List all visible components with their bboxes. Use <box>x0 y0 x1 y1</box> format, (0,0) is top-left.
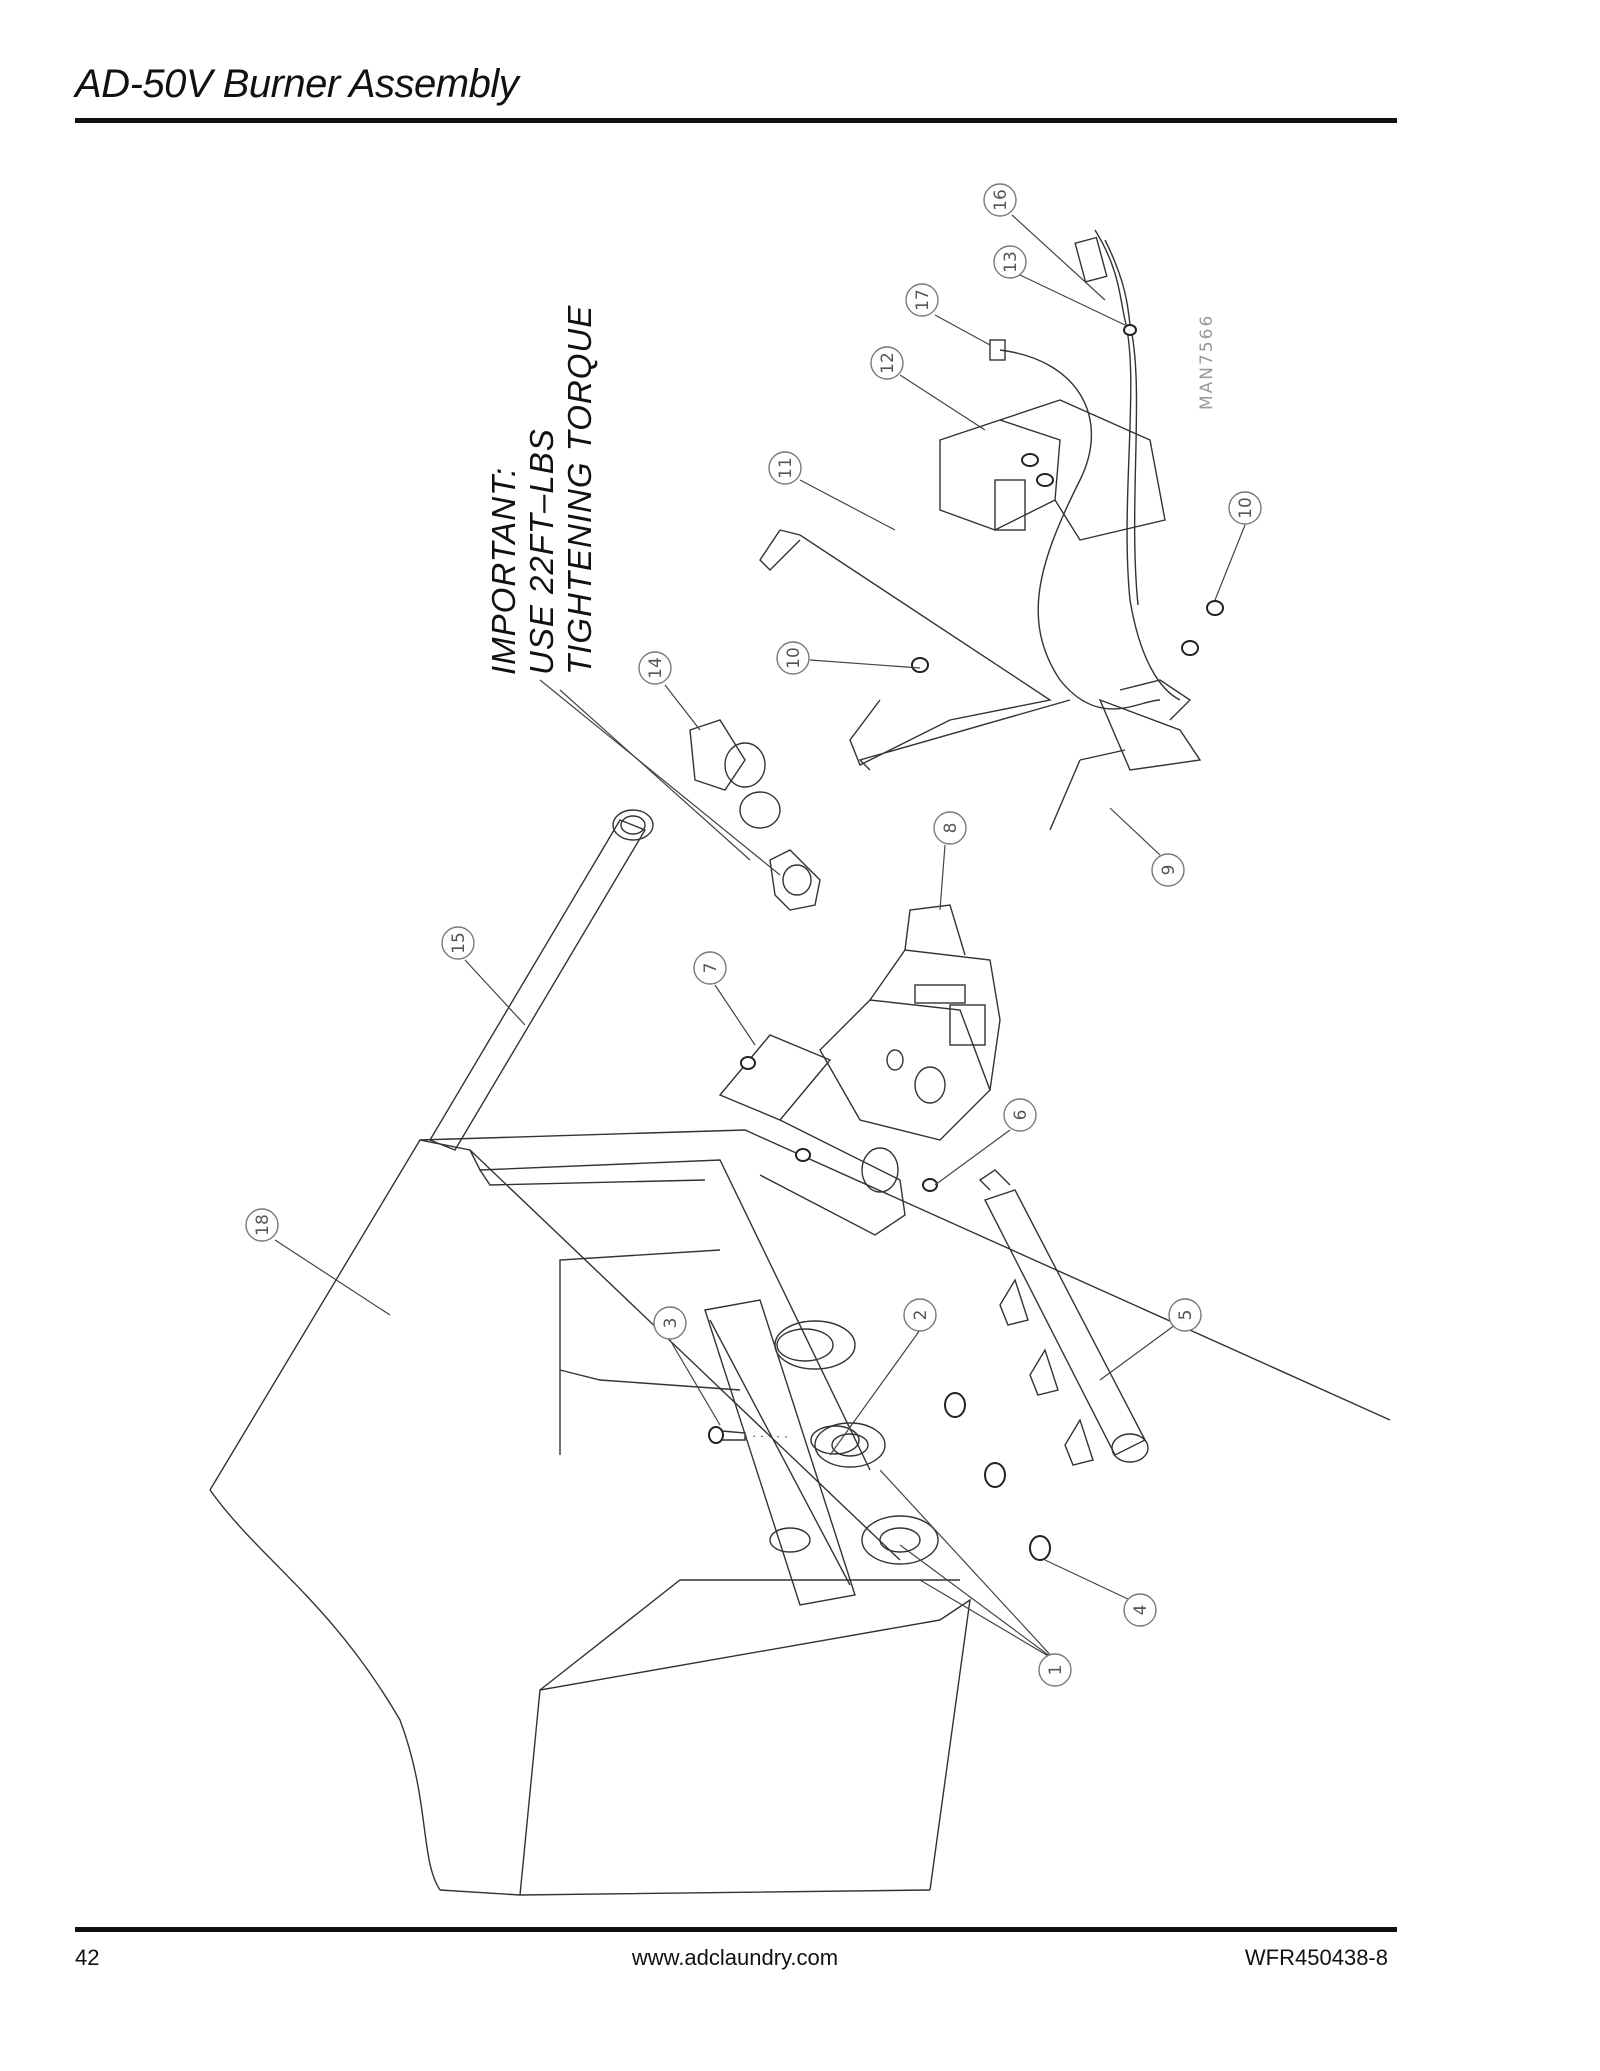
svg-text:9: 9 <box>1159 865 1179 876</box>
page-title: AD-50V Burner Assembly <box>75 62 519 106</box>
manifold <box>944 1169 1149 1561</box>
ignition-module <box>939 399 1166 541</box>
header-rule <box>75 118 1397 123</box>
important-note-line3: TIGHTENING TORQUE <box>561 305 598 675</box>
gasket-set <box>774 1320 939 1565</box>
svg-text:18: 18 <box>253 1214 273 1236</box>
svg-text:10: 10 <box>784 647 804 669</box>
svg-text:6: 6 <box>1011 1110 1031 1121</box>
gas-valve <box>819 904 1001 1141</box>
svg-text:12: 12 <box>878 352 898 374</box>
ignitor-bracket <box>759 529 1071 771</box>
valve-bracket <box>718 1034 938 1236</box>
svg-text:3: 3 <box>661 1318 681 1329</box>
svg-text:14: 14 <box>646 657 666 679</box>
callout-12: 12 <box>870 346 986 431</box>
note-leader-union <box>539 679 781 876</box>
callout-8: 8 <box>933 811 967 911</box>
callout-11: 11 <box>768 451 896 531</box>
note-leader-nipple <box>559 689 751 861</box>
callout-6: 6 <box>934 1098 1037 1186</box>
svg-text:5: 5 <box>1176 1310 1196 1321</box>
svg-text:11: 11 <box>776 457 796 479</box>
callout-9: 9 <box>1109 807 1185 887</box>
svg-text:10: 10 <box>1236 497 1256 519</box>
document-code: WFR450438-8 <box>1244 1945 1388 1970</box>
svg-text:17: 17 <box>913 289 933 311</box>
svg-text:2: 2 <box>911 1310 931 1321</box>
callout-10b: 10 <box>1214 491 1262 601</box>
callout-5: 5 <box>1099 1298 1202 1381</box>
callout-17: 17 <box>905 283 991 346</box>
igniter-assembly <box>911 600 1224 831</box>
svg-text:13: 13 <box>1001 251 1021 273</box>
footer-rule <box>75 1927 1397 1932</box>
drawing-number: MAN7566 <box>1197 314 1217 410</box>
important-note-line1: IMPORTANT: <box>485 467 522 675</box>
gas-fittings <box>689 719 821 911</box>
burner-plate <box>704 1299 860 1606</box>
callout-7: 7 <box>693 951 756 1046</box>
callout-10a: 10 <box>776 641 921 675</box>
callout-13: 13 <box>993 245 1126 326</box>
gas-pipe <box>428 809 654 1151</box>
callout-15: 15 <box>441 926 526 1026</box>
important-note: IMPORTANT: USE 22FT–LBS TIGHTENING TORQU… <box>485 305 598 675</box>
ignition-wires <box>989 229 1181 710</box>
svg-text:7: 7 <box>701 963 721 974</box>
svg-text:15: 15 <box>449 932 469 954</box>
svg-text:16: 16 <box>991 189 1011 211</box>
burner-housing <box>209 1129 1391 1896</box>
svg-text:4: 4 <box>1131 1605 1151 1616</box>
website-link[interactable]: www.adclaundry.com <box>631 1945 839 1970</box>
important-note-line2: USE 22FT–LBS <box>523 428 560 675</box>
callout-4: 4 <box>1044 1559 1157 1627</box>
page-number: 42 <box>75 1945 100 1970</box>
svg-text:8: 8 <box>941 823 961 834</box>
callout-2: 2 <box>829 1298 937 1456</box>
screw-3 <box>708 1426 791 1444</box>
callout-16: 16 <box>983 183 1106 301</box>
callout-1: 1 <box>879 1469 1072 1687</box>
callout-14: 14 <box>638 651 701 731</box>
svg-text:1: 1 <box>1046 1665 1066 1676</box>
callout-18: 18 <box>245 1208 391 1316</box>
callout-3: 3 <box>653 1306 721 1426</box>
